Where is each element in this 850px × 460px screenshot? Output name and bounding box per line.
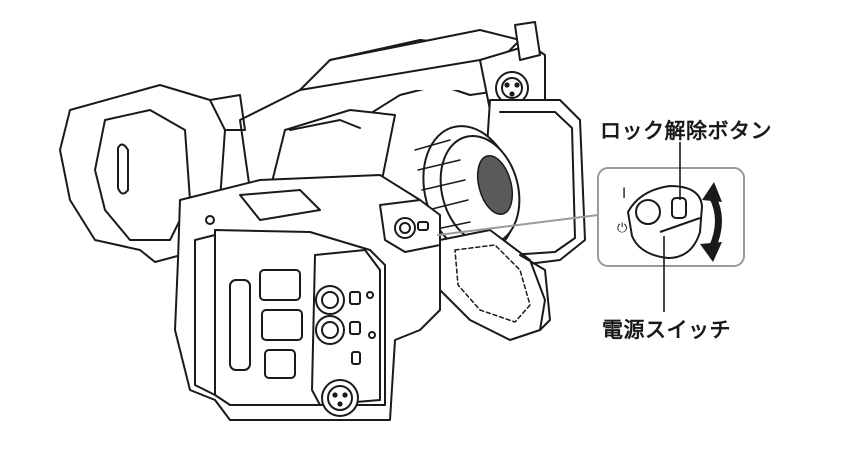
callout-inset: I ⏻ [597, 142, 745, 312]
arrow-down-head [700, 242, 722, 262]
lock-release-button-label: ロック解除ボタン [600, 119, 772, 143]
standby-icon: ⏻ [617, 221, 627, 236]
arrow-up-head [702, 182, 722, 202]
callout-line [437, 214, 599, 236]
switch-on-mark: I [622, 186, 626, 202]
power-switch-label: 電源スイッチ [602, 318, 731, 342]
body-power-switch [379, 199, 441, 253]
top-handle [239, 29, 521, 191]
lens-barrel [414, 125, 521, 255]
connector-panel [311, 249, 381, 417]
grip-strap [439, 229, 551, 341]
